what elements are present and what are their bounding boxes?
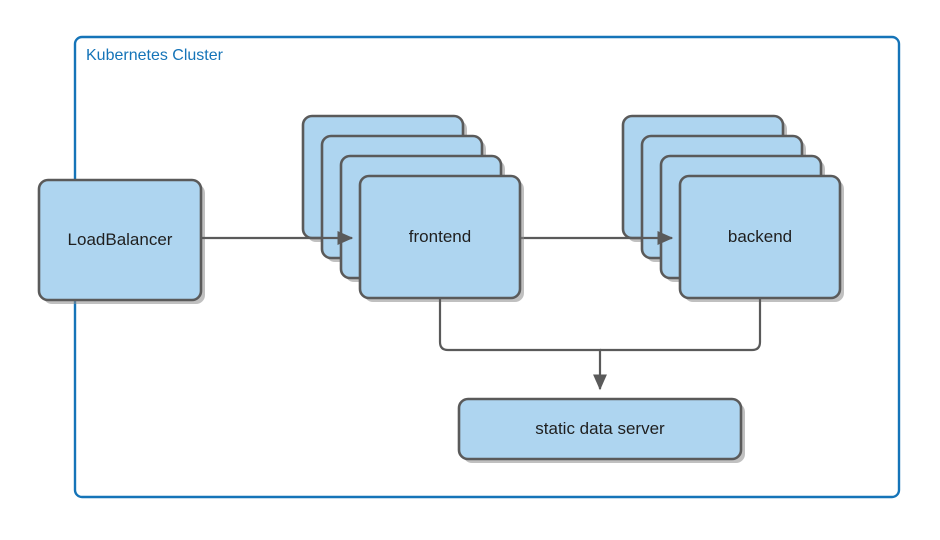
node-loadbalancer[interactable]	[37, 178, 205, 304]
static-data-server-box[interactable]	[457, 397, 743, 461]
cluster-label: Kubernetes Cluster	[86, 47, 223, 64]
frontend-card-1[interactable]	[358, 174, 522, 300]
edge-backend-to-static	[600, 298, 762, 352]
loadbalancer-box[interactable]	[37, 178, 203, 302]
frontend-front-card-group[interactable]	[358, 174, 524, 302]
backend-front-card-group[interactable]	[678, 174, 844, 302]
node-static-data-server[interactable]	[457, 397, 745, 463]
edge-frontend-to-static	[438, 298, 607, 391]
backend-card-1[interactable]	[678, 174, 842, 300]
